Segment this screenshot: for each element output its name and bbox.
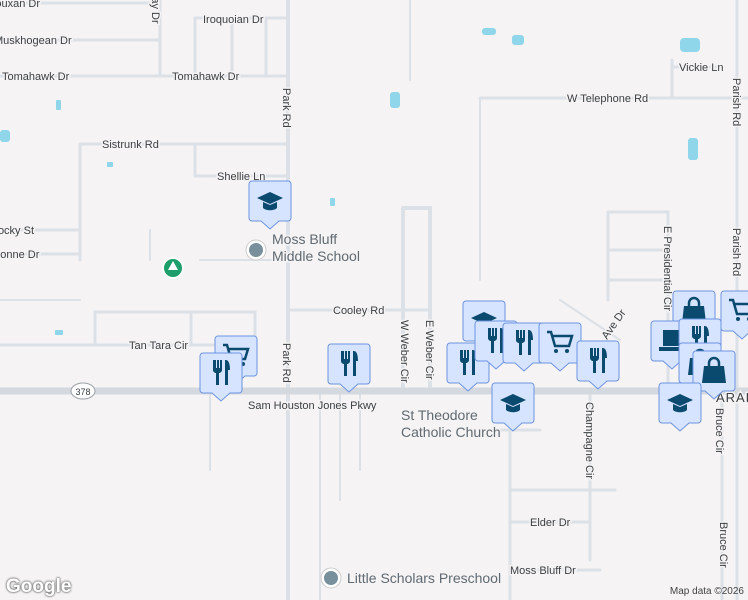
place-label-arap: ARAP — [716, 390, 748, 405]
restaurant-icon — [488, 328, 505, 353]
highway-shield-label: 378 — [75, 387, 90, 397]
map-attribution: Map data ©2026 — [669, 586, 744, 597]
road-label-moss-bluff: Moss Bluff Dr — [510, 565, 576, 577]
map-marker-restaurant[interactable] — [199, 352, 243, 402]
road-label-tan-tara: Tan Tara Cir — [129, 340, 188, 352]
road-label-w-telephone: W Telephone Rd — [567, 93, 648, 105]
school-pin-icon — [324, 571, 338, 585]
road-label-iroquoian: Iroquoian Dr — [203, 14, 264, 26]
google-logo: Google — [6, 576, 72, 597]
road-label-bruce-n: Bruce Cir — [713, 408, 725, 454]
restaurant-icon — [460, 350, 477, 375]
poi-label: Middle School — [272, 248, 360, 264]
road-label-bruce-s: Bruce Cir — [717, 522, 729, 568]
tree-icon — [168, 261, 178, 270]
laptop-icon — [659, 330, 685, 351]
road-label-park-n: Park Rd — [280, 88, 292, 128]
poi-preschool[interactable]: Little Scholars Preschool — [320, 567, 503, 589]
poi-church[interactable]: St Theodore Catholic Church — [400, 406, 503, 442]
poi-label: St Theodore — [401, 407, 478, 423]
school-pin-icon — [249, 243, 263, 257]
road-label-parish-s: Parish Rd — [730, 228, 742, 276]
shopping-bag-icon — [702, 356, 726, 383]
road-label-parish-n: Parish Rd — [730, 78, 742, 126]
road-label-highway: Sam Houston Jones Pkwy — [248, 400, 377, 412]
map-marker-shopping-bag[interactable] — [692, 350, 736, 400]
map-marker-shopping-cart[interactable] — [720, 290, 748, 340]
road-label-sistrunk: Sistrunk Rd — [102, 139, 159, 151]
shopping-cart-icon — [547, 330, 574, 353]
road-label-park-s: Park Rd — [280, 343, 292, 383]
poi-label: Moss Bluff — [272, 231, 337, 247]
road-label-tomahawk-e: Tomahawk Dr — [172, 71, 240, 83]
poi-label: Little Scholars Preschool — [347, 570, 501, 586]
poi-middle-school[interactable]: Moss Bluff Middle School — [245, 230, 361, 266]
school-icon — [667, 394, 693, 413]
map-marker-school[interactable] — [658, 382, 702, 432]
map-marker-restaurant[interactable] — [502, 322, 546, 372]
road-label-bay: Bay Dr — [149, 0, 161, 24]
road-label-siouxan: Siouxan Dr — [0, 0, 40, 10]
road-label-elder: Elder Dr — [530, 517, 571, 529]
restaurant-icon — [590, 348, 607, 373]
road-label-e-presidential: E Presidential Cir — [661, 226, 673, 311]
restaurant-icon — [213, 360, 230, 385]
road-label-e-weber: E Weber Cir — [423, 320, 435, 380]
poi-label: Catholic Church — [401, 424, 501, 440]
restaurant-icon — [516, 330, 533, 355]
road-label-muskhogean: Muskhogean Dr — [0, 35, 72, 47]
road-labels: Siouxan Dr Iroquoian Dr Muskhogean Dr To… — [0, 0, 748, 579]
road-label-cooley: Cooley Rd — [333, 305, 384, 317]
road-label-champagne: Champagne Cir — [583, 402, 595, 479]
road-label-w-weber: W Weber Cir — [398, 320, 410, 383]
restaurant-icon — [341, 351, 358, 376]
road-label-yvonne: Yvonne Dr — [0, 249, 40, 261]
map-marker-shopping-cart[interactable] — [538, 322, 582, 372]
road-label-vickie: Vickie Ln — [679, 62, 723, 74]
highway-shield: 378 — [70, 382, 96, 400]
road-label-tomahawk-w: Tomahawk Dr — [2, 71, 70, 83]
school-icon — [257, 192, 283, 211]
map-marker-restaurant[interactable] — [327, 343, 371, 393]
road-label-rocky: Rocky St — [0, 225, 34, 237]
school-icon — [500, 394, 526, 413]
water-bodies — [0, 28, 700, 335]
map-marker-school[interactable] — [491, 382, 535, 432]
map-marker-school[interactable] — [248, 180, 292, 230]
map-marker-restaurant[interactable] — [576, 340, 620, 390]
poi-park[interactable] — [162, 257, 184, 279]
